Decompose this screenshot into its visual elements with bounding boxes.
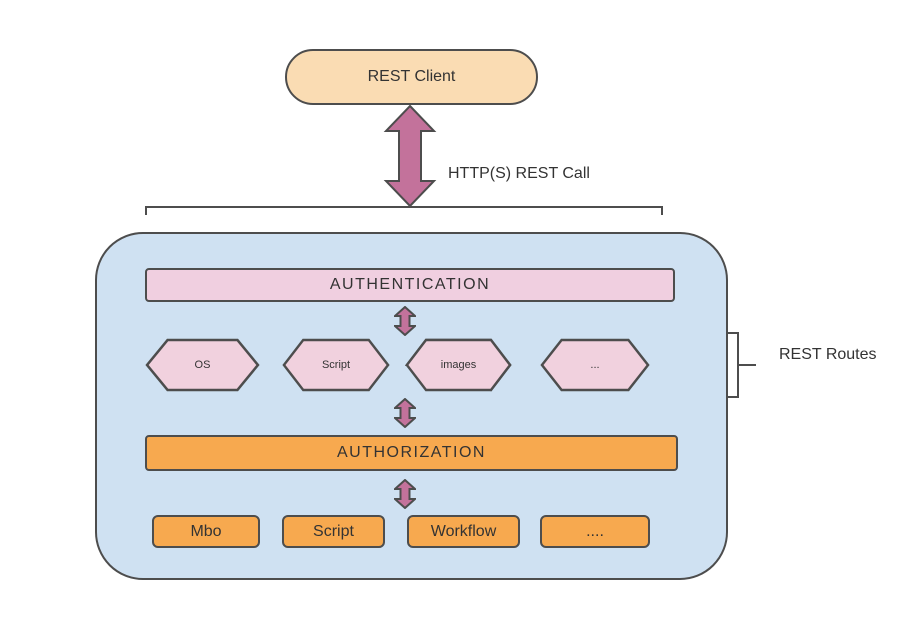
handler-label: Mbo <box>190 522 222 540</box>
authentication-label: AUTHENTICATION <box>329 276 491 293</box>
hexagon-shape <box>145 338 260 392</box>
top-bracket <box>145 206 663 215</box>
authorization-label: AUTHORIZATION <box>337 444 486 461</box>
handler-box-workflow: Workflow <box>407 515 520 548</box>
authorization-bar: AUTHORIZATION <box>145 435 678 471</box>
handler-label: Workflow <box>430 522 497 540</box>
handler-label: .... <box>586 522 604 540</box>
hexagon-shape <box>282 338 390 392</box>
route-label: Script <box>321 359 351 371</box>
handler-box-mbo: Mbo <box>152 515 260 548</box>
route-hexagon-script: Script <box>282 338 390 392</box>
double-arrow-icon <box>383 105 437 207</box>
hexagon-shape <box>405 338 512 392</box>
route-label: OS <box>194 359 211 371</box>
double-arrow-icon <box>394 398 416 428</box>
rest-api-container: AUTHENTICATION OS Script images <box>95 232 728 580</box>
handler-box-script: Script <box>282 515 385 548</box>
handler-label: Script <box>313 522 354 540</box>
route-hexagon-images: images <box>405 338 512 392</box>
authentication-bar: AUTHENTICATION <box>145 268 675 302</box>
hexagon-shape <box>540 338 650 392</box>
double-arrow-icon <box>394 479 416 509</box>
route-label: ... <box>590 359 600 371</box>
brace-right-icon <box>728 332 756 398</box>
http-call-label: HTTP(S) REST Call <box>448 165 590 182</box>
route-label: images <box>440 359 477 371</box>
rest-routes-label: REST Routes <box>779 346 877 363</box>
rest-client-node: REST Client <box>285 49 538 105</box>
double-arrow-icon <box>394 306 416 336</box>
route-hexagon-os: OS <box>145 338 260 392</box>
rest-client-label: REST Client <box>367 68 456 85</box>
handler-box-more: .... <box>540 515 650 548</box>
route-hexagon-more: ... <box>540 338 650 392</box>
